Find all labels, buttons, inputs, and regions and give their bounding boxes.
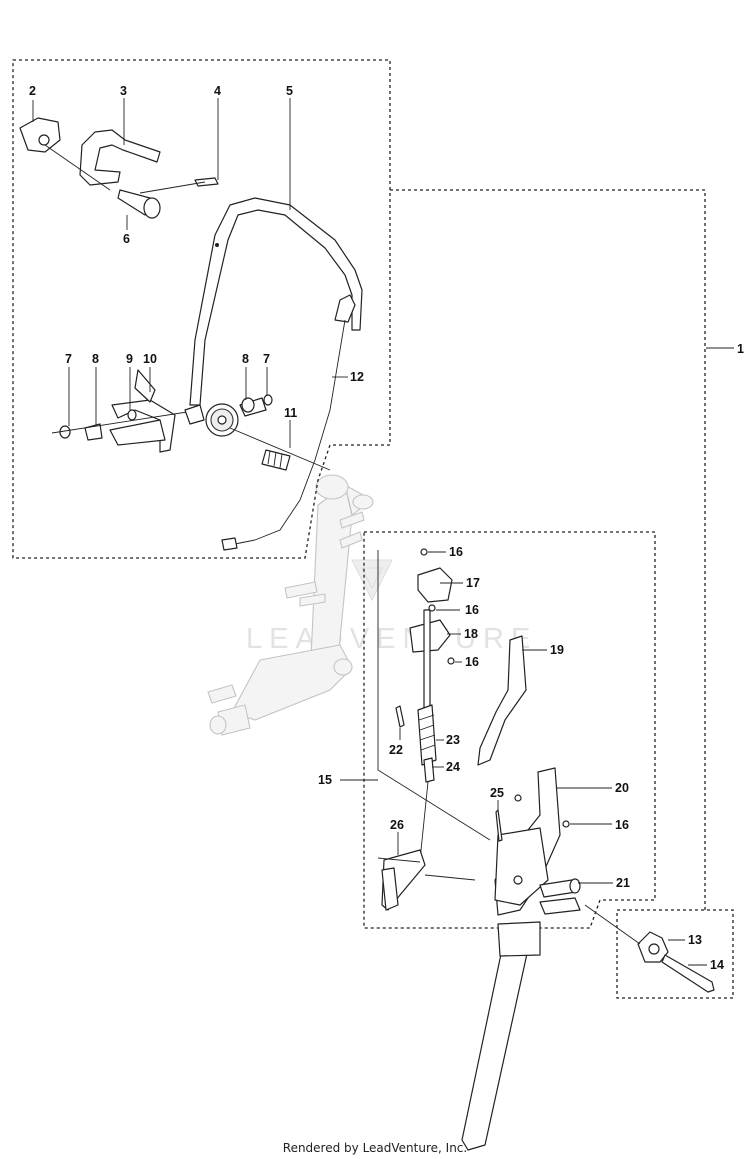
callout-18: 18	[464, 627, 478, 641]
callout-labels: 2 3 4 5 6 7 7 8 8 9 10 11 12 1 13 14 15 …	[29, 84, 744, 972]
callout-10: 10	[143, 352, 157, 366]
callout-13: 13	[688, 933, 702, 947]
callout-21: 21	[616, 876, 630, 890]
callout-2: 2	[29, 84, 36, 98]
callout-8-left: 8	[92, 352, 99, 366]
callout-16-a: 16	[449, 545, 463, 559]
footer-credit: Rendered by LeadVenture, Inc.	[282, 1141, 468, 1155]
callout-9: 9	[126, 352, 133, 366]
callout-3: 3	[120, 84, 127, 98]
callout-26: 26	[390, 818, 404, 832]
callout-8-right: 8	[242, 352, 249, 366]
callout-19: 19	[550, 643, 564, 657]
callout-7-right: 7	[263, 352, 270, 366]
group-boxes	[12, 59, 734, 999]
leadventure-watermark: LEADVENTURE	[246, 559, 537, 655]
callout-1: 1	[737, 342, 744, 356]
callout-24: 24	[446, 760, 460, 774]
callout-23: 23	[446, 733, 460, 747]
callout-25: 25	[490, 786, 504, 800]
lever-assembly	[377, 548, 581, 1151]
callout-12: 12	[350, 370, 364, 384]
callout-16-c: 16	[465, 655, 479, 669]
handle-assembly	[19, 117, 363, 551]
knob-assembly	[584, 904, 715, 993]
callout-14: 14	[710, 958, 724, 972]
callout-6: 6	[123, 232, 130, 246]
callout-15: 15	[318, 773, 332, 787]
frame-background	[207, 474, 374, 736]
callout-11: 11	[284, 406, 297, 420]
callout-5: 5	[286, 84, 293, 98]
callout-17: 17	[466, 576, 480, 590]
callout-16-d: 16	[615, 818, 629, 832]
callout-22: 22	[389, 743, 403, 757]
callout-20: 20	[615, 781, 629, 795]
callout-16-b: 16	[465, 603, 479, 617]
leader-lines	[32, 98, 734, 966]
watermark-text: LEADVENTURE	[246, 623, 537, 655]
callout-7-left: 7	[65, 352, 72, 366]
callout-4: 4	[214, 84, 221, 98]
